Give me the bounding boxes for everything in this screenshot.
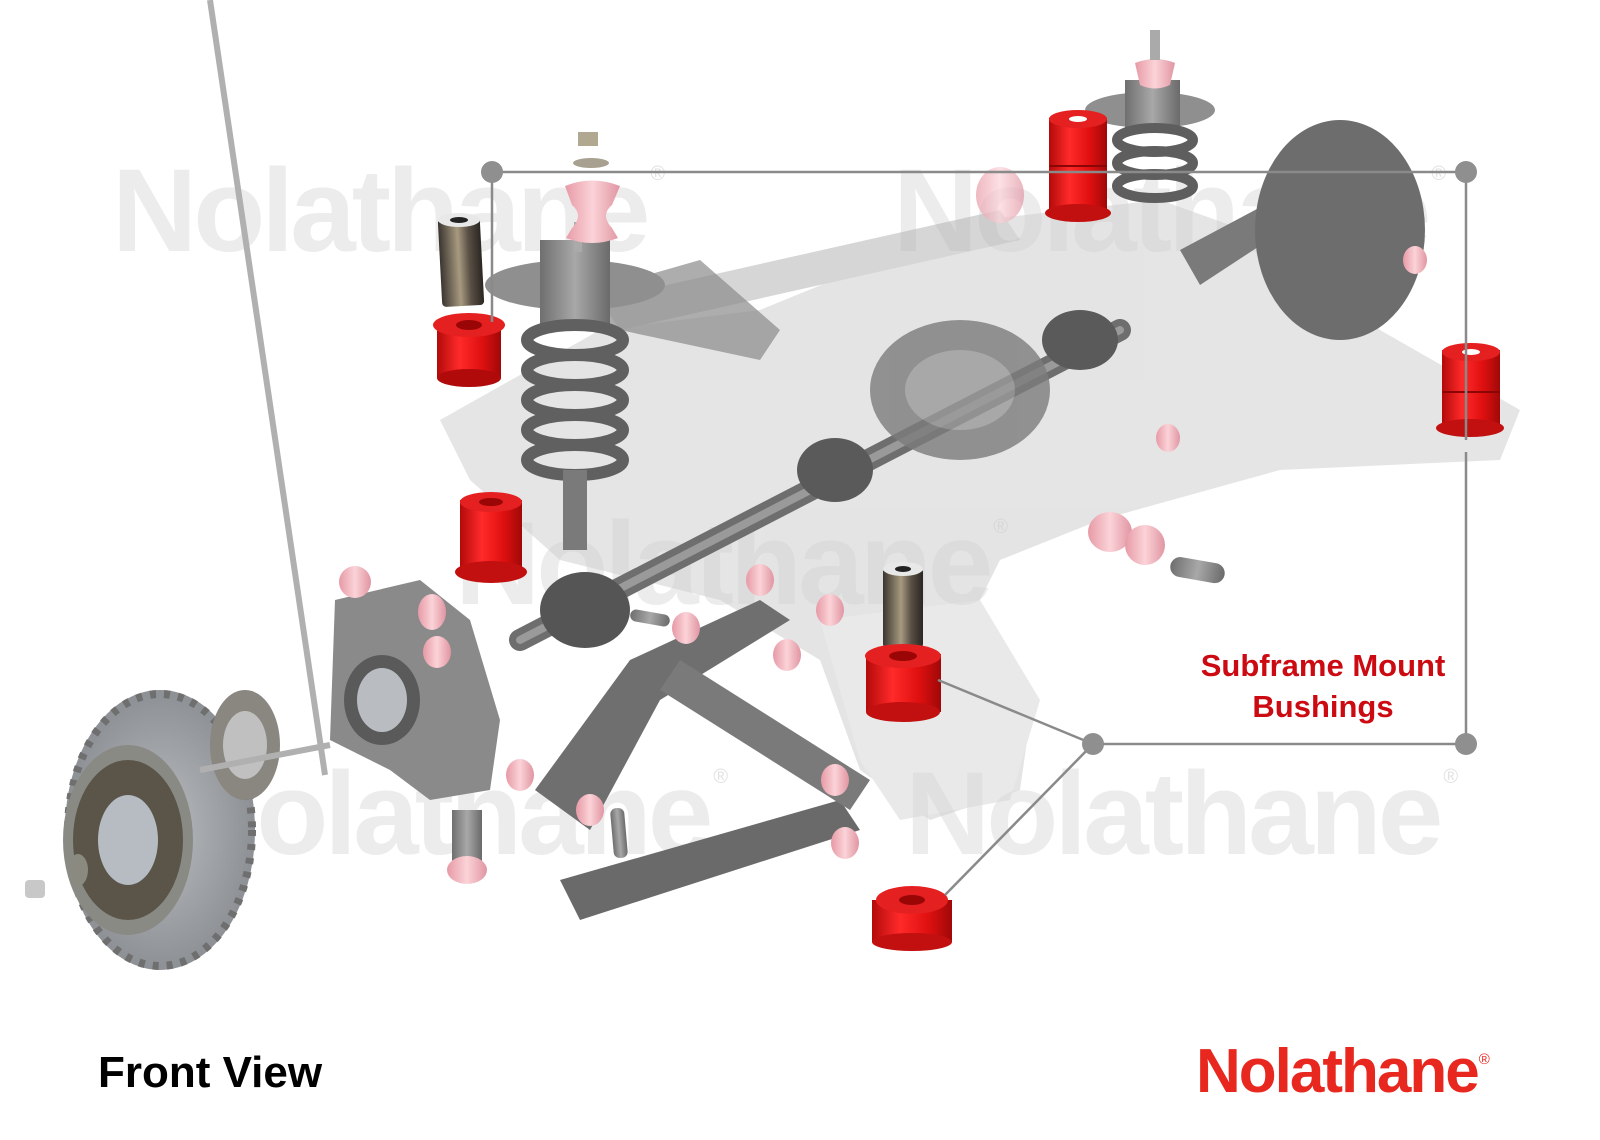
brand-logo: Nolathane® (1196, 1036, 1490, 1107)
pink-bushings (339, 167, 1427, 859)
differential (870, 320, 1050, 460)
subframe-bushing-front-left-lower (455, 492, 527, 583)
brand-name: Nolathane (1196, 1037, 1480, 1106)
registered-mark: ® (1478, 1051, 1490, 1069)
metal-sleeves (437, 213, 923, 648)
subframe-bushing-front-right-lower (872, 886, 952, 951)
brake-disc (25, 0, 331, 970)
steel-pins (610, 557, 1225, 859)
callout-label-line1: Subframe Mount (1200, 648, 1446, 683)
strut-right (1085, 30, 1215, 203)
strut-left (485, 132, 665, 550)
hub-knuckle (330, 580, 500, 884)
lower-control-arms (535, 600, 870, 920)
callout-label-line2: Bushings (1252, 689, 1394, 724)
callout-label-subframe-mount-bushings: Subframe Mount Bushings (1168, 645, 1478, 727)
callout-dots (481, 161, 1477, 755)
subframe-bushing-front-left-upper (433, 313, 505, 387)
subframe-bushing-rear-right (1436, 343, 1504, 437)
hub-right (1255, 120, 1425, 340)
subframe-bushing-rear-left (1045, 110, 1111, 222)
subframe-bushing-front-right-upper (865, 644, 941, 722)
view-label: Front View (98, 1048, 323, 1097)
